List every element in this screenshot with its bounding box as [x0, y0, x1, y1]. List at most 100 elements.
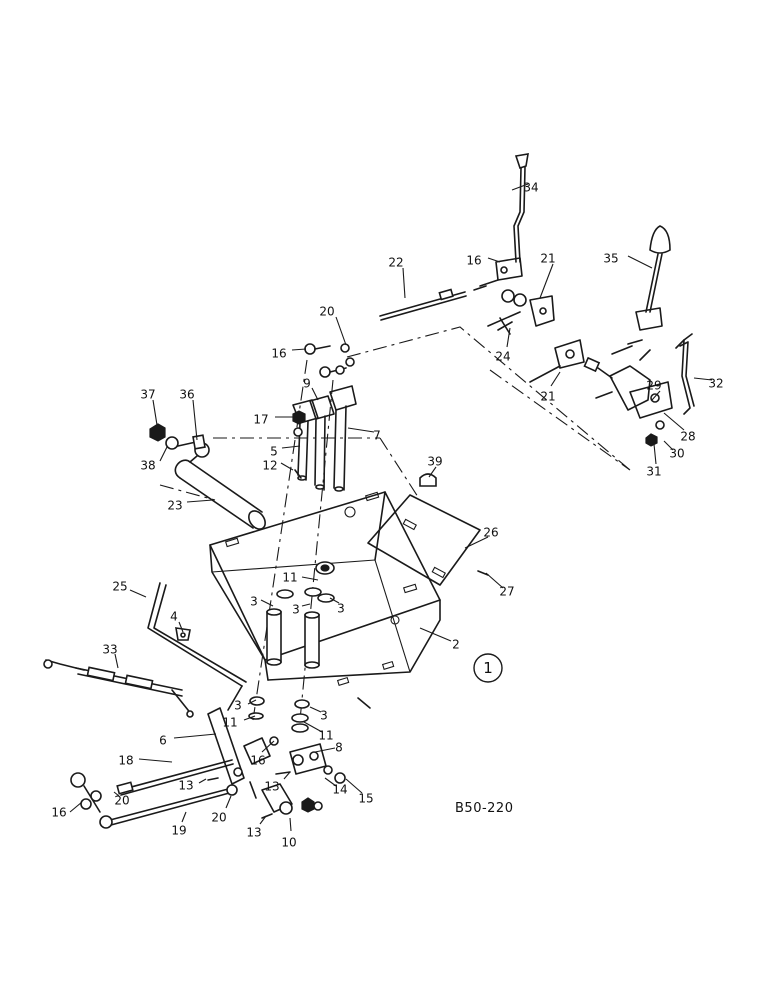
callout-label: 14	[332, 783, 347, 797]
leader-line	[261, 740, 275, 753]
linkage-21-24	[487, 289, 613, 399]
cap-nut-39	[419, 473, 437, 487]
rods-18-19	[70, 759, 238, 829]
callout-label: 17	[253, 413, 268, 427]
callout-label: 9	[303, 377, 311, 391]
callout-label: 33	[102, 643, 117, 657]
leader-line	[627, 255, 653, 269]
callout-label: 16	[250, 754, 265, 768]
leader-line	[69, 801, 83, 813]
leader-line	[259, 815, 267, 825]
callout-label: 21	[540, 390, 555, 404]
figure-number: 1	[483, 659, 493, 677]
callout-label: 3	[320, 709, 328, 723]
bushings	[248, 561, 335, 733]
tube	[174, 442, 266, 530]
leader-line	[243, 715, 256, 721]
leader-line	[345, 778, 363, 794]
leader-line	[428, 466, 437, 478]
leader-line	[225, 795, 232, 809]
callout-label: 24	[495, 350, 510, 364]
link-rod-33	[43, 659, 194, 718]
leader-line	[198, 778, 207, 784]
leader-line	[281, 445, 301, 449]
leader-line	[487, 257, 501, 263]
leader-line	[651, 390, 661, 401]
callout-label: 15	[358, 792, 373, 806]
leader-line	[303, 721, 323, 733]
callout-label: 26	[483, 526, 498, 540]
leader-line	[129, 589, 147, 598]
figure-number-circle	[473, 653, 503, 683]
leader-line	[138, 758, 173, 763]
callout-label: 11	[282, 571, 297, 585]
leader-line	[324, 777, 337, 787]
leader-line	[329, 597, 340, 604]
callout-label: 5	[270, 445, 278, 459]
upper-lever-34	[473, 153, 529, 291]
callout-label: 19	[171, 824, 186, 838]
callout-label: 31	[646, 465, 661, 479]
leader-line	[663, 440, 674, 451]
callout-label: 2	[452, 638, 460, 652]
leader-line	[114, 653, 119, 669]
callout-label: 18	[118, 754, 133, 768]
bolt-and-washer	[149, 423, 206, 450]
leader-line	[663, 412, 685, 431]
leader-line	[289, 817, 292, 832]
callout-label: 13	[246, 826, 261, 840]
callout-label: 37	[140, 388, 155, 402]
leader-line	[311, 387, 319, 401]
leader-line	[159, 446, 168, 462]
lever-35-assembly	[609, 225, 695, 447]
callout-label: 35	[603, 252, 618, 266]
callout-label: 34	[523, 181, 538, 195]
callout-label: 23	[167, 499, 182, 513]
callout-label: 3	[234, 699, 242, 713]
callout-label: 20	[211, 811, 226, 825]
leader-line	[260, 599, 274, 607]
leader-line	[181, 811, 187, 823]
leader-line	[511, 183, 529, 191]
lower-lever-6	[207, 707, 346, 819]
callout-label: 16	[466, 254, 481, 268]
leader-line	[178, 621, 184, 633]
leader-line	[291, 348, 307, 351]
leader-line	[550, 371, 561, 387]
rod-ends-16-20	[304, 343, 355, 378]
leader-line	[347, 427, 375, 433]
callout-label: 20	[319, 305, 334, 319]
callout-label: 32	[708, 377, 723, 391]
leader-line	[186, 499, 214, 503]
callout-label: 3	[292, 603, 300, 617]
leader-line	[301, 576, 319, 581]
callout-label: 6	[159, 734, 167, 748]
side-cover-plate	[367, 494, 489, 586]
leader-line	[419, 627, 452, 642]
lever-shafts	[292, 385, 357, 492]
callout-label: 30	[669, 447, 684, 461]
callout-label: 29	[646, 379, 661, 393]
callout-label: 38	[140, 459, 155, 473]
leader-line	[653, 443, 657, 465]
leader-line	[335, 316, 347, 346]
callout-label: 36	[179, 388, 194, 402]
bent-rod-25	[147, 582, 247, 711]
callout-label: 20	[114, 794, 129, 808]
drawing-reference: B50-220	[455, 801, 513, 816]
callout-label: 8	[335, 741, 343, 755]
leader-line	[506, 327, 511, 348]
assembly-guide-lines	[159, 326, 631, 721]
callout-label: 22	[388, 256, 403, 270]
callout-label: 3	[337, 602, 345, 616]
leader-line	[283, 771, 291, 780]
leader-line	[309, 706, 322, 713]
leader-line	[314, 747, 336, 753]
callout-label: 16	[271, 347, 286, 361]
callout-label: 13	[264, 780, 279, 794]
leader-line	[402, 267, 406, 299]
callout-label: 21	[540, 252, 555, 266]
callout-label: 4	[170, 610, 178, 624]
